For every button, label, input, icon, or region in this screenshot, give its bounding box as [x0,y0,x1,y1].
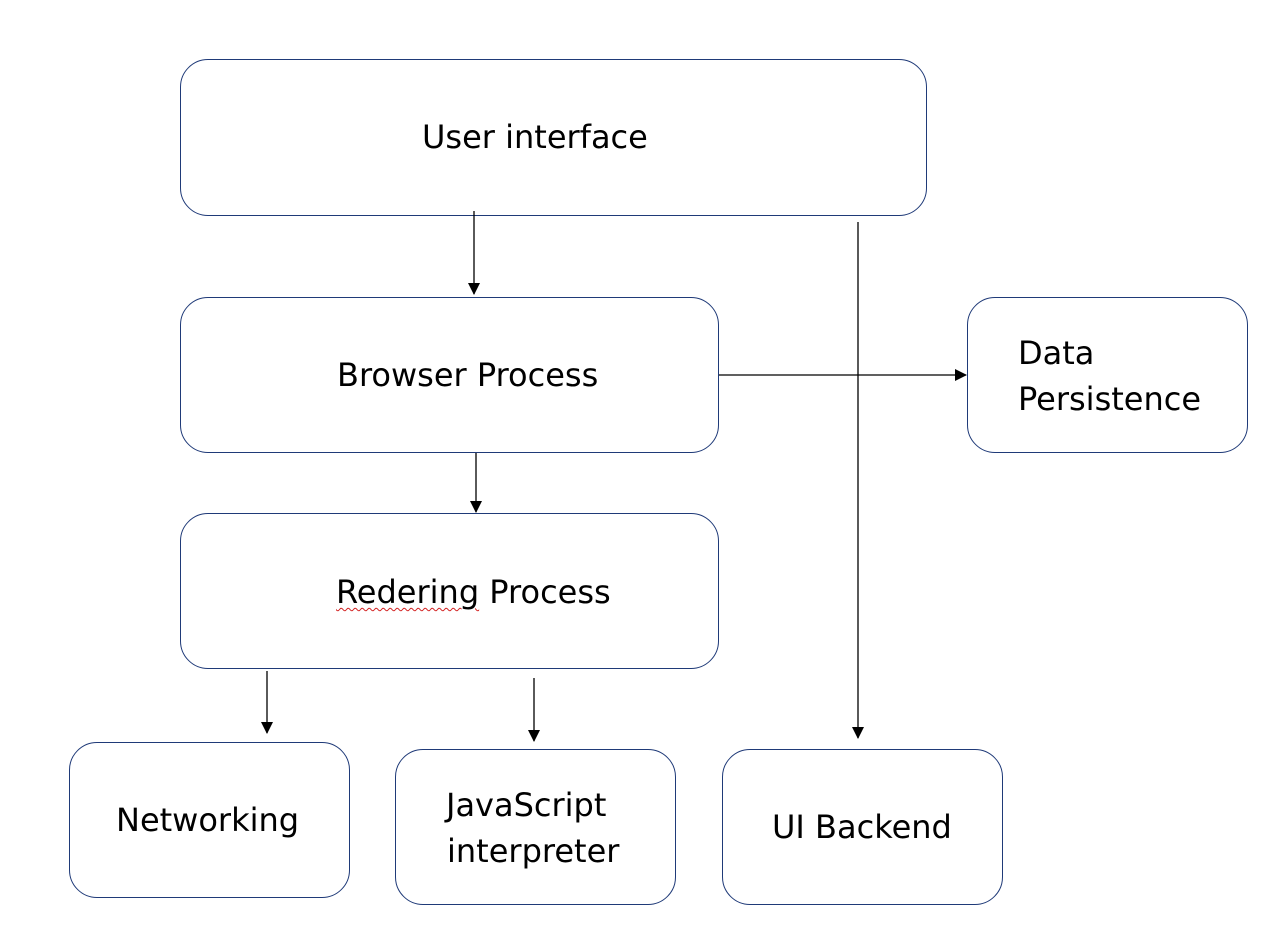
browser-process-box [180,297,719,453]
data-persistence-label-line1: Data [1018,334,1095,372]
networking-box [69,742,350,898]
rendering-process-label: Redering Process [336,569,611,615]
ui-backend-label: UI Backend [772,808,952,846]
user-interface-box [180,59,927,216]
rendering-process-box [180,513,719,669]
javascript-interpreter-label-line1: JavaScript [446,786,607,824]
rendering-misspelled-word: Redering [336,573,480,611]
networking-label: Networking [116,801,300,839]
data-persistence-box [967,297,1248,453]
user-interface-label: User interface [422,118,648,156]
javascript-interpreter-label-line2: interpreter [447,832,620,870]
rendering-process-rest: Process [479,573,611,611]
data-persistence-label-line2: Persistence [1018,380,1202,418]
ui-backend-box [722,749,1003,905]
browser-process-label: Browser Process [337,356,599,394]
javascript-interpreter-box [395,749,676,905]
